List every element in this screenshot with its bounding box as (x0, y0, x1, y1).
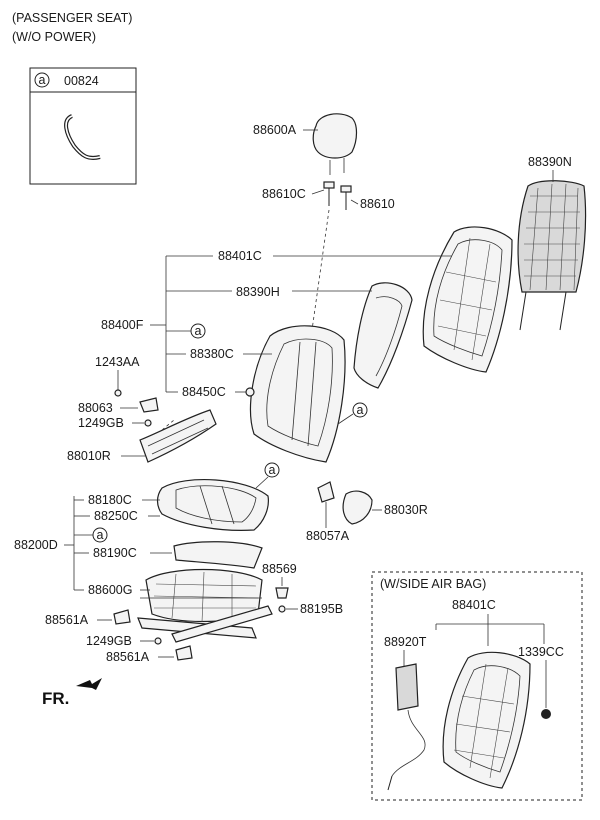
part-88561A-upper-icon (113, 609, 131, 625)
label-88610: 88610 (360, 197, 395, 211)
label-1249GB: 1249GB (78, 416, 124, 430)
header-line-2: (W/O POWER) (12, 30, 96, 44)
label-88401C-airbag: 88401C (452, 598, 496, 612)
seatback-pad-88390H (353, 282, 413, 389)
seatback-board-88390N (517, 180, 587, 331)
label-88180C: 88180C (88, 493, 132, 507)
headrest-guide-parts (323, 181, 352, 210)
label-1243AA: 1243AA (95, 355, 140, 369)
screw-1243AA-icon (114, 389, 122, 397)
part-00824-label: 00824 (64, 74, 99, 88)
bolt-1249GB-lower-icon (154, 637, 162, 645)
label-88450C: 88450C (182, 385, 226, 399)
label-88250C: 88250C (94, 509, 138, 523)
seat-rails (137, 605, 273, 643)
airbag-module-88920T (395, 663, 419, 711)
label-88561A-2: 88561A (106, 650, 150, 664)
label-88600A: 88600A (253, 123, 297, 137)
label-88561A-1: 88561A (45, 613, 89, 627)
marker-a-back: a (357, 403, 364, 417)
inset-box-00824: a 00824 (29, 67, 137, 185)
label-88380C: 88380C (190, 347, 234, 361)
front-direction-label: FR. (42, 689, 69, 708)
bracket-88057A (317, 481, 335, 503)
marker-a-88200D: a (97, 528, 104, 542)
label-88569: 88569 (262, 562, 297, 576)
label-88010R: 88010R (67, 449, 111, 463)
label-1339CC: 1339CC (518, 645, 564, 659)
label-1249GB-2: 1249GB (86, 634, 132, 648)
seat-cushion-88180C (156, 479, 269, 531)
wire-clip-icon (64, 114, 101, 160)
label-88610C: 88610C (262, 187, 306, 201)
part-88195B-icon (278, 605, 286, 613)
part-88569-icon (275, 587, 289, 599)
label-88400F: 88400F (101, 318, 144, 332)
label-88200D: 88200D (14, 538, 58, 552)
label-88401C: 88401C (218, 249, 262, 263)
nut-1339CC-icon (541, 709, 551, 719)
marker-a-circle (34, 72, 50, 88)
part-88561A-lower-icon (175, 645, 193, 661)
label-88063: 88063 (78, 401, 113, 415)
label-88195B: 88195B (300, 602, 343, 616)
marker-a-label: a (39, 73, 46, 87)
seatback-cover-88380C (249, 325, 346, 463)
cushion-pad-88190C (173, 541, 263, 569)
label-88057A: 88057A (306, 529, 350, 543)
side-shield-88010R (139, 409, 217, 463)
label-88390N: 88390N (528, 155, 572, 169)
label-88030R: 88030R (384, 503, 428, 517)
side-airbag-box: (W/SIDE AIR BAG) 88401C 88920T 1339CC (371, 571, 583, 801)
label-88390H: 88390H (236, 285, 280, 299)
bolt-1249GB-icon (144, 419, 152, 427)
front-arrow-icon (76, 678, 102, 690)
marker-a-cushion: a (269, 463, 276, 477)
header-line-1: (PASSENGER SEAT) (12, 11, 132, 25)
airbag-box-title: (W/SIDE AIR BAG) (380, 577, 486, 591)
part-88450C-icon (245, 387, 255, 397)
headrest-part (312, 113, 358, 175)
label-88190C: 88190C (93, 546, 137, 560)
seatback-frame-airbag (442, 651, 531, 789)
part-88063-icon (139, 397, 159, 413)
label-88920T: 88920T (384, 635, 427, 649)
label-88600G: 88600G (88, 583, 132, 597)
cushion-frame-88600G (140, 568, 263, 623)
seatback-frame-88401C (422, 226, 513, 373)
cover-88030R (342, 490, 373, 525)
marker-a-88400F: a (195, 324, 202, 338)
